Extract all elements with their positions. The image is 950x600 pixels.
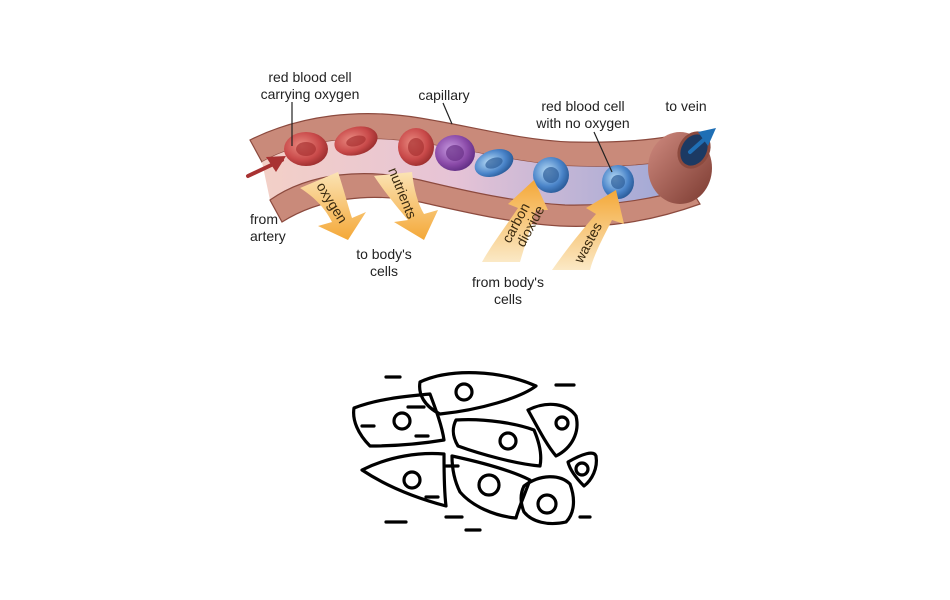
rbc-no-oxygen-label-line1: red blood cell <box>541 98 624 114</box>
capillary-label: capillary <box>418 87 469 103</box>
rbc-no-oxygen-label-line2: with no oxygen <box>535 115 629 131</box>
tissue-cell <box>519 475 576 526</box>
red-blood-cell-no-oxygen <box>533 157 569 193</box>
red-blood-cell <box>334 126 378 156</box>
artery-flow-arrow <box>246 156 286 178</box>
from-cells-label-line2: cells <box>494 291 522 307</box>
tissue-cell <box>566 451 598 488</box>
from-artery-label-line2: artery <box>250 228 286 244</box>
from-artery-label-line1: from <box>250 211 278 227</box>
red-blood-cell-partial-oxygen <box>435 135 475 171</box>
rbc-oxygen-label-line1: red blood cell <box>268 69 351 85</box>
blood-cells <box>284 126 634 199</box>
to-cells-label-line2: cells <box>370 263 398 279</box>
tissue-cells-drawing <box>352 371 598 532</box>
tissue-cell <box>450 454 532 520</box>
red-blood-cell <box>398 128 434 166</box>
to-cells-label-line1: to body's <box>356 246 412 262</box>
interstitial-marks <box>360 375 592 532</box>
red-blood-cell <box>284 132 328 166</box>
tissue-cell <box>352 392 446 448</box>
wastes-arrow: wastes <box>552 190 624 270</box>
tissue-cell <box>360 451 448 508</box>
to-vein-label: to vein <box>665 98 706 114</box>
tissue-cell <box>451 418 543 468</box>
red-blood-cell-no-oxygen <box>602 165 634 199</box>
diagram-labels: red blood cell carrying oxygen capillary… <box>250 69 707 307</box>
from-cells-label-line1: from body's <box>472 274 544 290</box>
vein-flow-arrow <box>688 128 716 154</box>
tissue-cell <box>526 402 579 458</box>
leader-lines <box>291 102 613 173</box>
tissue-cell <box>418 371 538 416</box>
rbc-oxygen-label-line2: carrying oxygen <box>261 86 360 102</box>
vessel-lumen <box>262 138 690 206</box>
red-blood-cell-low-oxygen <box>474 148 514 178</box>
